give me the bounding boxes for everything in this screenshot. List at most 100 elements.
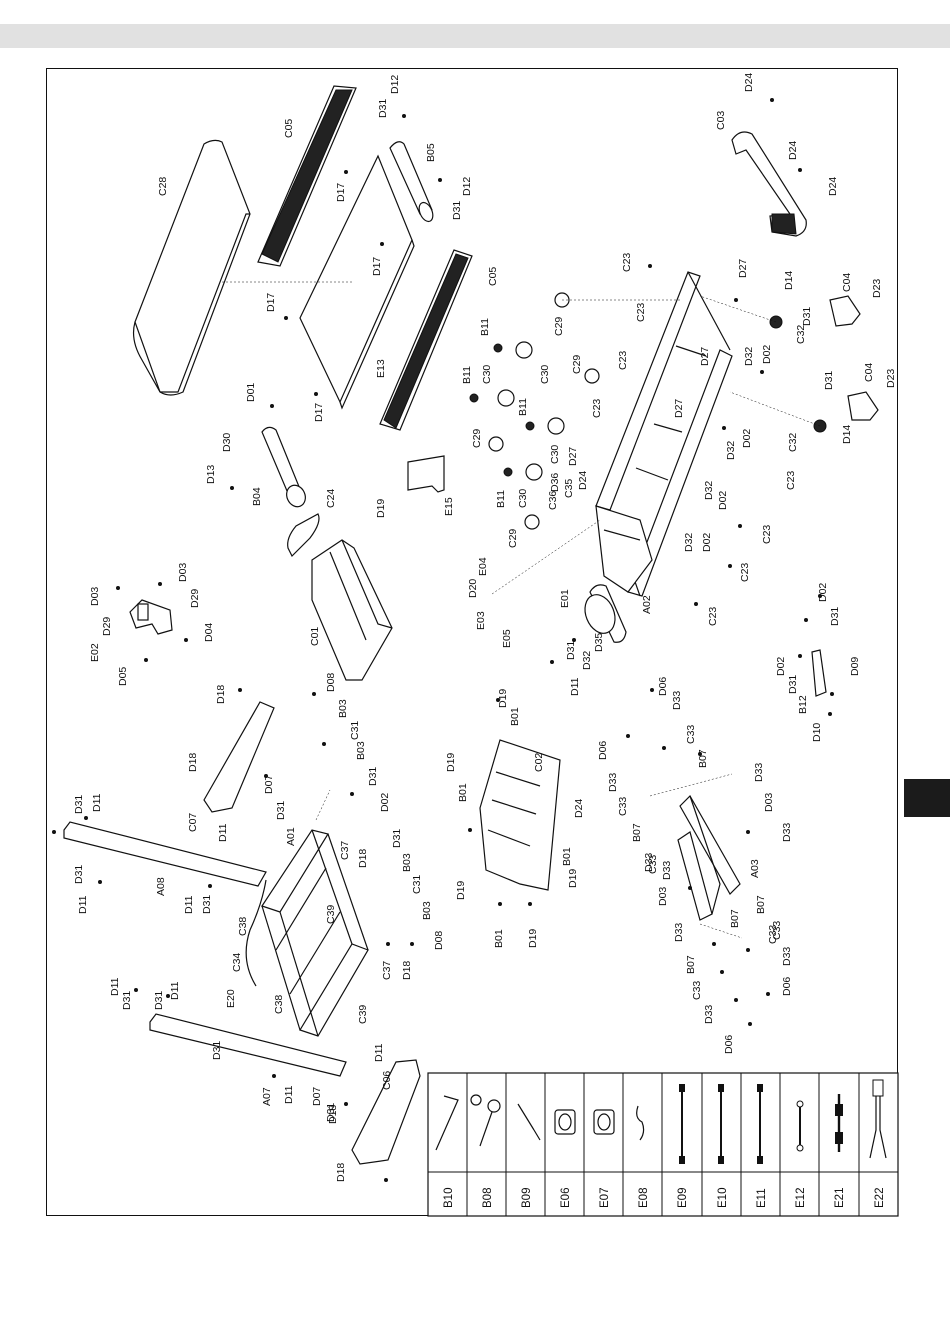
label-D17: D17 (265, 293, 277, 312)
label-D31: D07 (311, 1087, 323, 1106)
label-D33: D33 (753, 763, 765, 782)
label-C23: C23 (785, 471, 797, 490)
label-B01: B01 (493, 929, 505, 948)
label-D14: D14 (783, 271, 795, 290)
handlebar-drawing (731, 131, 807, 237)
table-code-B08: B08 (482, 1188, 494, 1208)
label-B07: B07 (697, 749, 709, 768)
label-D11: D18 (327, 1105, 339, 1124)
label-D31: D31 (823, 371, 835, 390)
label-B03: B03 (401, 853, 413, 872)
label-C02: C02 (533, 753, 545, 772)
label-D02: D02 (761, 345, 773, 364)
label-D33: D33 (607, 773, 619, 792)
label-D02: D02 (775, 657, 787, 676)
label-D31: D31 (391, 829, 403, 848)
label-C38: C38 (237, 917, 249, 936)
label-D19: D19 (445, 753, 457, 772)
label-D17: D17 (313, 403, 325, 422)
label-D13: D13 (205, 465, 217, 484)
tray-cover-drawing (311, 539, 393, 681)
label-B11: B11 (461, 366, 473, 384)
label-D27: D27 (673, 399, 685, 418)
label-A01: A01 (285, 827, 297, 846)
label-E05: E05 (501, 629, 513, 648)
label-D24: D24 (573, 799, 585, 818)
table-code-E08: E08 (638, 1188, 650, 1208)
label-D11: D11 (169, 981, 181, 1000)
cable-e21-icon (835, 1094, 843, 1152)
label-C05: C05 (283, 119, 295, 138)
cable-e09-icon (679, 1084, 685, 1164)
label-B12: B12 (797, 695, 809, 714)
cable-e11-icon (757, 1084, 763, 1164)
label-D20: D20 (467, 579, 479, 598)
label-C01: C01 (309, 627, 321, 646)
label-D06: D06 (723, 1035, 735, 1054)
label-B03: B03 (421, 901, 433, 920)
label-D27: D27 (699, 347, 711, 366)
tools-table: B10 B08 B09 E06 E07 E08 E09 E10 E11 E12 … (427, 1072, 899, 1217)
label-D23: D23 (871, 279, 883, 298)
table-code-E22: E22 (874, 1188, 886, 1208)
fastener-dots (52, 98, 834, 1182)
label-C23: C23 (635, 303, 647, 322)
label-D23: D23 (885, 369, 897, 388)
label-C34: C34 (231, 953, 243, 972)
label-C29: C29 (553, 317, 565, 336)
label-D17: D17 (335, 183, 347, 202)
label-C32: C32 (787, 433, 799, 452)
label-D27: D27 (737, 259, 749, 278)
label-D33: D33 (781, 947, 793, 966)
label-D31: D11 (283, 1085, 295, 1104)
label-D31: D31 (275, 801, 287, 820)
label-D11: D11 (109, 977, 121, 996)
label-D32: D32 (703, 481, 715, 500)
label-D08: D08 (325, 673, 337, 692)
label-D11: D11 (569, 677, 581, 696)
wrench-icon (470, 1094, 501, 1147)
label-D05: D05 (117, 667, 129, 686)
label-D27: D27 (567, 447, 579, 466)
label-C06: D18 (335, 1163, 347, 1182)
label-A03: A03 (749, 859, 761, 878)
label-A07: D31 (211, 1041, 223, 1060)
label-D33: D33 (781, 823, 793, 842)
label-B01: B01 (561, 847, 573, 866)
label-D33: D33 (703, 1005, 715, 1024)
label-D02: D02 (817, 583, 829, 602)
deck-board-drawing (299, 154, 415, 410)
label-C23: C23 (617, 351, 629, 370)
label-D36: D36 (549, 473, 561, 492)
base-assembly-drawing (261, 829, 369, 1037)
label-E15: E15 (443, 497, 455, 516)
table-code-E10: E10 (717, 1188, 729, 1208)
label-D31: D31 (451, 201, 463, 220)
label-D32: D32 (743, 347, 755, 366)
label-D06: D06 (781, 977, 793, 996)
label-D11: D11 (217, 823, 229, 842)
label-D29: D29 (101, 617, 113, 636)
label-D03: D03 (657, 887, 669, 906)
label-D30: D30 (221, 433, 233, 452)
label-C24: C24 (325, 489, 337, 508)
label-C23: C23 (761, 525, 773, 544)
label-D10: D10 (811, 723, 823, 742)
label-D24: D24 (827, 177, 839, 196)
label-C38: C38 (273, 995, 285, 1014)
label-D03: D03 (763, 793, 775, 812)
label-D31: D31 (73, 795, 85, 814)
label-C31: C31 (411, 875, 423, 894)
label-D19: D19 (567, 869, 579, 888)
label-D19: D19 (375, 499, 387, 518)
label-D06: D06 (657, 677, 669, 696)
label-C31: C31 (349, 721, 361, 740)
label-C33: C33 (691, 981, 703, 1000)
label-D09: D09 (849, 657, 861, 676)
label-D07: C06 (381, 1071, 393, 1090)
label-B04: B04 (251, 487, 263, 506)
label-D32: D32 (725, 441, 737, 460)
label-C30: C30 (539, 365, 551, 384)
label-B11: B11 (495, 490, 507, 508)
